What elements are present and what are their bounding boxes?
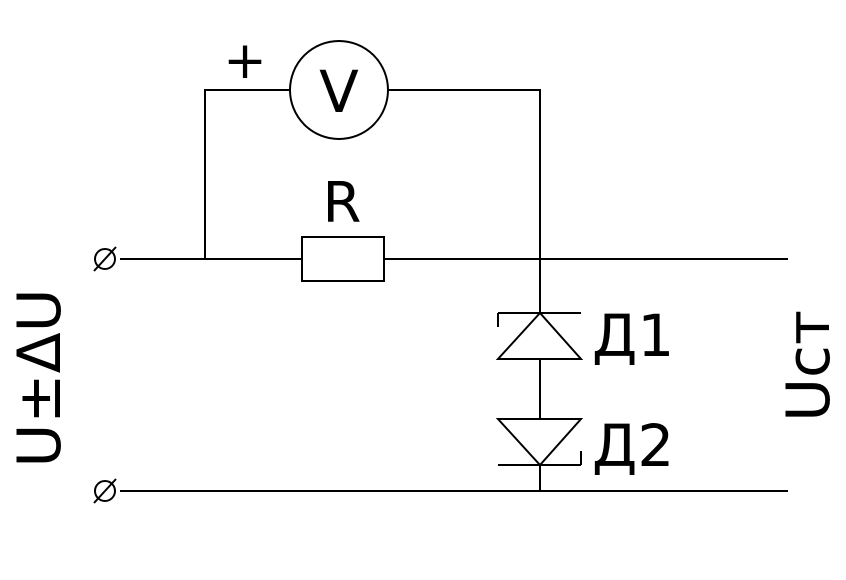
diode2-label: Д2 bbox=[592, 412, 674, 480]
voltmeter-left-wire bbox=[204, 89, 290, 259]
resistor-label: R bbox=[323, 171, 362, 236]
input-terminal-top bbox=[93, 246, 117, 272]
wires bbox=[120, 89, 788, 492]
resistor-r bbox=[301, 236, 385, 282]
plus-label: + bbox=[223, 31, 267, 91]
input-terminal-bottom bbox=[93, 478, 117, 504]
zener-diode-d1 bbox=[495, 311, 584, 360]
input-voltage-label: U±ΔU bbox=[5, 288, 75, 467]
voltmeter bbox=[289, 40, 389, 140]
output-voltage-label: Uст bbox=[774, 310, 844, 422]
diode1-label: Д1 bbox=[592, 302, 674, 370]
zener-diode-d2 bbox=[495, 418, 584, 467]
voltmeter-label: V bbox=[319, 58, 359, 126]
